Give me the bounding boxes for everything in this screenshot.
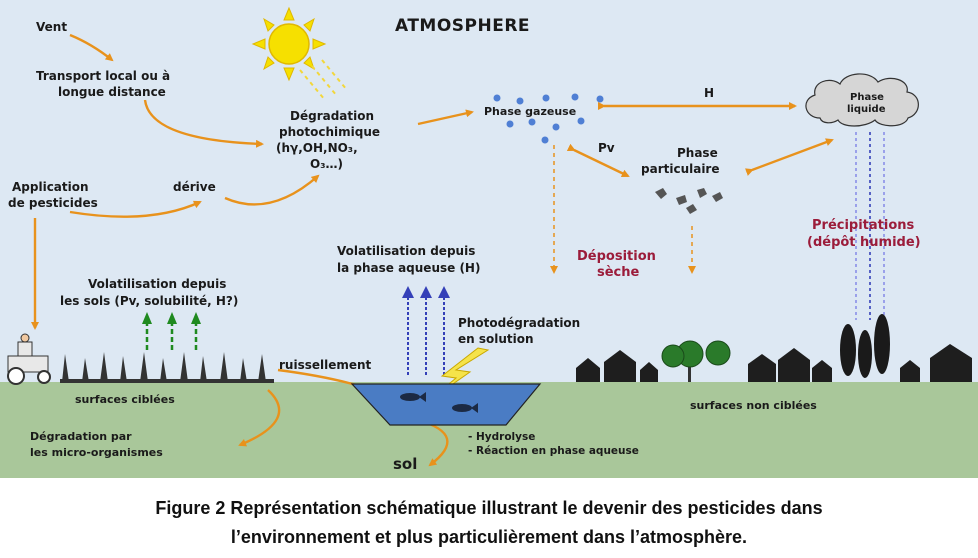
precipitation-lines [855,132,885,320]
label-ruissellement: ruissellement [279,358,372,372]
label-surfaces-ciblees: surfaces ciblées [75,393,175,406]
label-phase-particulaire-line1: Phase [677,146,718,160]
label-derive: dérive [173,180,216,194]
diagram-title: ATMOSPHERE [395,16,531,36]
label-degradation-micro-line1: Dégradation par [30,430,132,443]
label-phase-liquide-line2: liquide [847,104,886,115]
label-volat-aqueuse-line2: la phase aqueuse (H) [337,261,481,275]
label-degradation-line1: Dégradation [290,109,375,123]
label-sol: sol [393,455,418,473]
label-phase-particulaire-line2: particulaire [641,162,720,176]
ground-bottom [0,478,978,492]
label-degradation-line2: photochimique [279,125,381,139]
label-transport-line1: Transport local ou à [36,69,171,83]
gas-molecules [493,93,604,144]
cloud-icon [805,73,919,127]
label-application-line1: Application [12,180,89,194]
label-precipitations-line1: Précipitations [812,218,915,233]
label-deposition-line2: sèche [597,265,640,280]
arrow-transport-degradation [143,99,264,148]
water-basin [350,383,542,426]
label-hydrolyse: - Hydrolyse [468,431,536,443]
label-phase-gazeuse: Phase gazeuse [484,105,577,118]
label-deposition-line1: Déposition [577,249,656,264]
crops [62,352,266,382]
tractor-icon [7,333,51,385]
label-photodeg-line1: Photodégradation [458,316,581,330]
green-volatilisation-arrows [142,312,201,350]
label-volat-sols-line1: Volatilisation depuis [88,277,227,291]
orange-arrows [31,33,834,467]
arrow-degradation-gas [417,109,474,126]
label-surfaces-non-ciblees: surfaces non ciblées [690,399,817,412]
label-pv: Pv [598,141,615,155]
diagram-canvas [0,0,978,492]
figure-caption: Figure 2 Représentation schématique illu… [0,494,978,552]
arrow-gas-particle [566,143,630,178]
trees [661,314,890,382]
sun-rays-dashed [299,59,348,101]
label-vent: Vent [36,20,68,34]
label-h-top: H [704,86,715,100]
arrow-degradation-micro [238,389,281,447]
label-phase-liquide-line1: Phase [850,92,884,103]
label-application-line2: de pesticides [8,196,98,210]
arrow-application-derive [69,200,202,218]
label-photodeg-line2: en solution [458,332,534,346]
label-degradation-line4: O₃…) [310,157,343,171]
caption-line2: l’environnement et plus particulièrement… [230,527,748,547]
fish-icon [400,392,478,413]
houses [576,344,972,382]
arrow-vent-transport [69,33,114,62]
label-transport-line2: longue distance [58,85,166,99]
label-degradation-line3: (hγ,OH,NO₃, [276,141,358,155]
arrow-particle-liquid [744,138,834,176]
dry-deposition-arrows [550,145,696,274]
label-degradation-micro-line2: les micro-organismes [30,446,163,459]
label-precipitations-line2: (dépôt humide) [807,235,921,250]
particles [655,188,723,214]
label-volat-aqueuse-line1: Volatilisation depuis [337,244,476,258]
crop-row-base [60,379,274,383]
blue-volatilisation-arrows [402,286,450,375]
label-reaction-aqueuse: - Réaction en phase aqueuse [468,445,639,457]
sun-icon [251,6,327,82]
sky-background [0,0,978,385]
label-volat-sols-line2: les sols (Pv, solubilité, H?) [60,294,239,308]
caption-line1: Figure 2 Représentation schématique illu… [155,498,823,518]
arrow-derive-degradation [224,174,320,206]
